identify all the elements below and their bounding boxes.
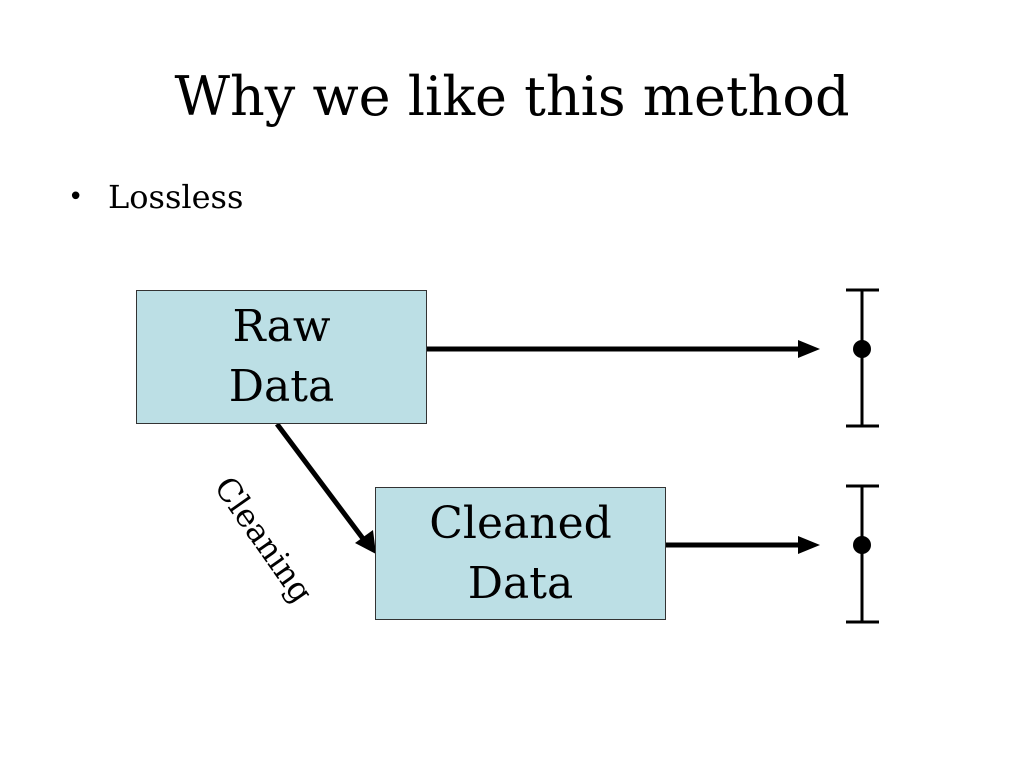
- cleaned-data-label-line2: Data: [467, 557, 574, 609]
- bullet-list: • Lossless: [68, 175, 243, 219]
- cleaned-data-label-line1: Cleaned: [429, 497, 612, 549]
- bullet-dot-icon: •: [68, 182, 84, 212]
- bullet-item: • Lossless: [68, 175, 243, 219]
- cleaning-arrow: [275, 422, 376, 554]
- raw-data-label-line2: Data: [228, 361, 335, 412]
- cleaned-output-arrow: [666, 536, 820, 554]
- raw-output-arrow: [427, 340, 820, 358]
- slide-title: Why we like this method: [174, 65, 850, 128]
- cleaned-result-errorbar-icon: [846, 484, 879, 624]
- raw-data-box: Raw Data: [136, 290, 427, 424]
- cleaned-data-box: Cleaned Data: [375, 487, 666, 620]
- raw-result-errorbar-icon: [846, 288, 879, 428]
- raw-data-label-line1: Raw: [232, 301, 331, 352]
- bullet-text: Lossless: [108, 178, 244, 216]
